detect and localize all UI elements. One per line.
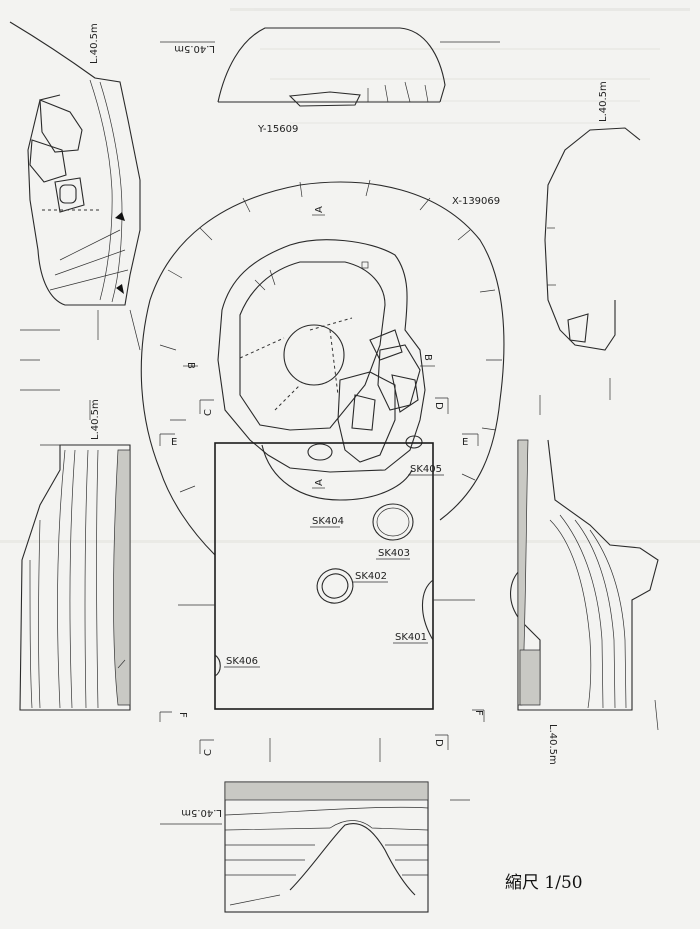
level-label-right-bottom: L.40.5m bbox=[547, 724, 558, 765]
section-markers: A A B B C C D D E E F F bbox=[159, 206, 485, 762]
main-plan bbox=[140, 179, 505, 710]
pit-label-sk402: SK402 bbox=[355, 571, 387, 582]
section-top bbox=[160, 27, 500, 107]
section-marker-d-bottom: D bbox=[433, 739, 444, 747]
section-marker-e-left: E bbox=[171, 437, 177, 448]
coord-x-label: X-139069 bbox=[452, 196, 500, 207]
coord-y-label: Y-15609 bbox=[257, 124, 298, 135]
scale-label: 縮尺 1/50 bbox=[505, 873, 583, 893]
section-marker-c-bottom: C bbox=[203, 749, 214, 756]
section-top-right bbox=[544, 127, 641, 400]
pit-sk401-shape bbox=[421, 579, 434, 641]
section-marker-a-top: A bbox=[314, 206, 325, 213]
section-marker-a-bottom: A bbox=[314, 479, 325, 486]
pit-sk403-shape bbox=[372, 503, 414, 541]
section-marker-f-right: F bbox=[473, 710, 484, 716]
pit-label-sk403: SK403 bbox=[378, 548, 410, 559]
section-bottom bbox=[160, 781, 470, 913]
level-label-bottom: L.40.5m bbox=[181, 807, 222, 818]
section-marker-b-left: B bbox=[185, 362, 196, 369]
section-left-middle bbox=[19, 389, 131, 711]
pit-label-sk406: SK406 bbox=[226, 656, 258, 667]
pit-sk406-shape bbox=[214, 654, 221, 677]
section-marker-f-left: F bbox=[177, 712, 188, 718]
pit-sk402-shape bbox=[316, 568, 354, 604]
section-right-middle bbox=[510, 395, 659, 731]
level-label-right-top: L.40.5m bbox=[598, 81, 609, 122]
section-marker-b-right: B bbox=[422, 354, 433, 361]
level-label-top-left: L.40.5m bbox=[89, 23, 100, 64]
bleed-through-texture bbox=[0, 8, 700, 543]
level-label-left-mid: L.40.5m bbox=[90, 399, 101, 440]
pit-label-sk404: SK404 bbox=[312, 516, 344, 527]
pit-label-sk401: SK401 bbox=[395, 632, 427, 643]
section-marker-c-top: C bbox=[203, 409, 214, 416]
section-top-left bbox=[9, 21, 141, 361]
pit-label-sk405: SK405 bbox=[410, 464, 442, 475]
section-marker-d-top: D bbox=[433, 402, 444, 410]
level-label-top: L.40.5m bbox=[174, 43, 215, 54]
section-marker-e-right: E bbox=[462, 437, 468, 448]
